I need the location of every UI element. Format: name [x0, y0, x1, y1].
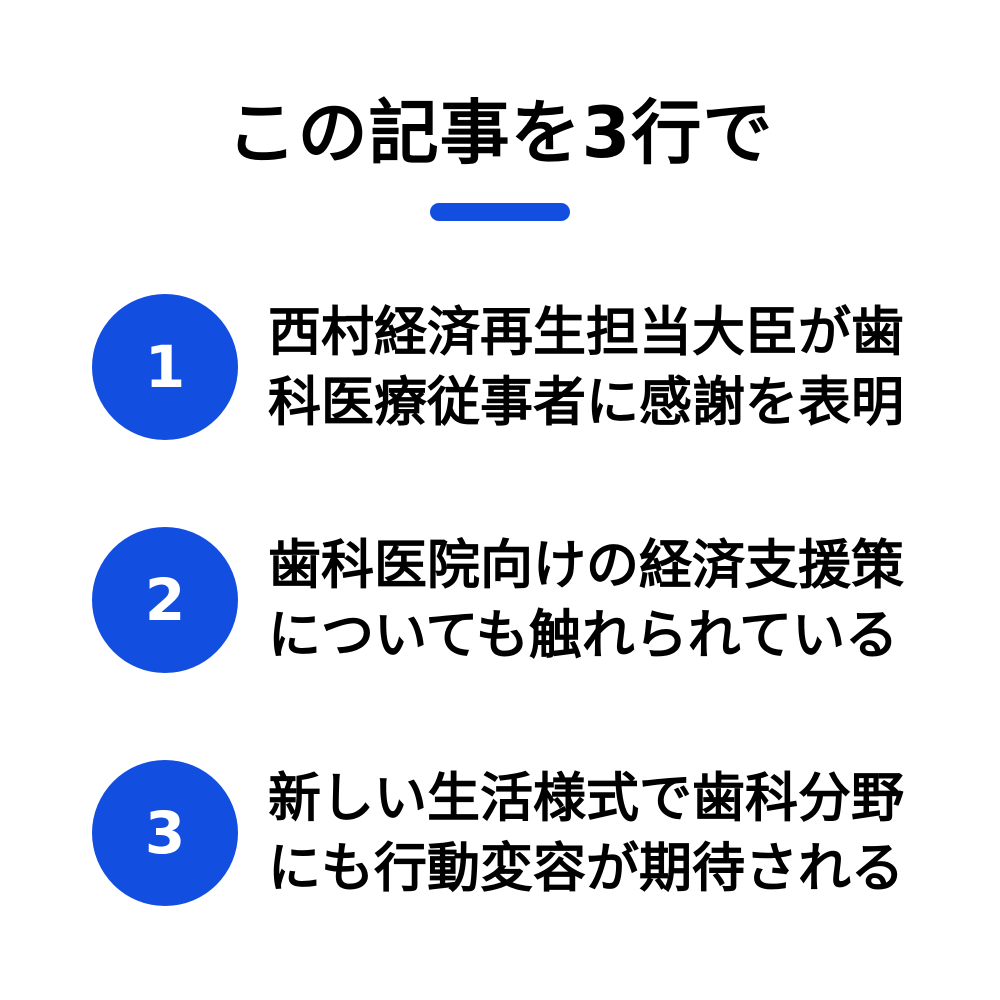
title-underline [430, 203, 570, 221]
page-title: この記事を3行で [226, 92, 774, 174]
summary-item-1: 1 西村経済再生担当大臣が歯 科医療従事者に感謝を表明 [92, 292, 932, 442]
summary-text-1-line-2: 科医療従事者に感謝を表明 [268, 372, 904, 433]
summary-text-3: 新しい生活様式で歯科分野 にも行動変容が期待される [268, 764, 918, 904]
summary-item-3: 3 新しい生活様式で歯科分野 にも行動変容が期待される [92, 758, 932, 908]
summary-text-1: 西村経済再生担当大臣が歯 科医療従事者に感謝を表明 [268, 298, 918, 438]
summary-text-2-line-1: 歯科医院向けの経済支援策 [268, 535, 904, 596]
summary-text-2-line-2: についても触れられている [268, 605, 899, 666]
summary-text-1-line-1: 西村経済再生担当大臣が歯 [268, 302, 904, 363]
number-badge-3: 3 [92, 760, 238, 906]
summary-text-3-line-2: にも行動変容が期待される [268, 838, 904, 899]
number-badge-1: 1 [92, 294, 238, 440]
summary-item-2: 2 歯科医院向けの経済支援策 についても触れられている [92, 525, 932, 675]
number-badge-2: 2 [92, 527, 238, 673]
summary-text-2: 歯科医院向けの経済支援策 についても触れられている [268, 531, 918, 671]
summary-text-3-line-1: 新しい生活様式で歯科分野 [268, 768, 904, 829]
